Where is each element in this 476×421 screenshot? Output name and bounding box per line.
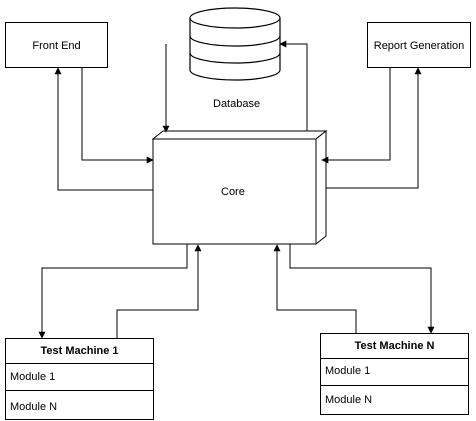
edge-test-machine-n-to-core [273,244,357,333]
core-node-shape [151,129,328,246]
test-machine-1-divider [6,390,153,391]
test-machine-1-module-n: Module N [10,401,58,413]
edge-test-machine-1-to-core [116,244,202,338]
report-generation-node: Report Generation [367,22,471,68]
edge-front-end-to-core [81,68,154,164]
test-machine-1-title: Test Machine 1 [6,339,153,364]
database-label: Database [213,98,261,110]
edge-core-to-report-generation [326,67,422,189]
edge-core-to-test-machine-n [289,244,435,334]
edge-core-to-test-machine-1 [38,244,188,339]
edge-report-generation-to-core [321,68,391,164]
test-machine-1-module-1: Module 1 [10,371,56,383]
front-end-label: Front End [32,40,81,52]
report-generation-label: Report Generation [373,40,465,52]
test-machine-n-title: Test Machine N [321,334,468,359]
edge-core-to-front-end [54,67,153,191]
test-machine-n-node: Test Machine N Module 1 Module N [320,333,469,415]
test-machine-n-divider [321,385,468,386]
database-node-shape [189,7,281,81]
core-label: Core [221,186,245,198]
test-machine-n-module-1: Module 1 [325,365,371,377]
test-machine-1-node: Test Machine 1 Module 1 Module N [5,338,154,420]
edge-core-to-database [279,40,308,131]
front-end-node: Front End [5,22,108,68]
test-machine-n-module-n: Module N [325,394,373,406]
